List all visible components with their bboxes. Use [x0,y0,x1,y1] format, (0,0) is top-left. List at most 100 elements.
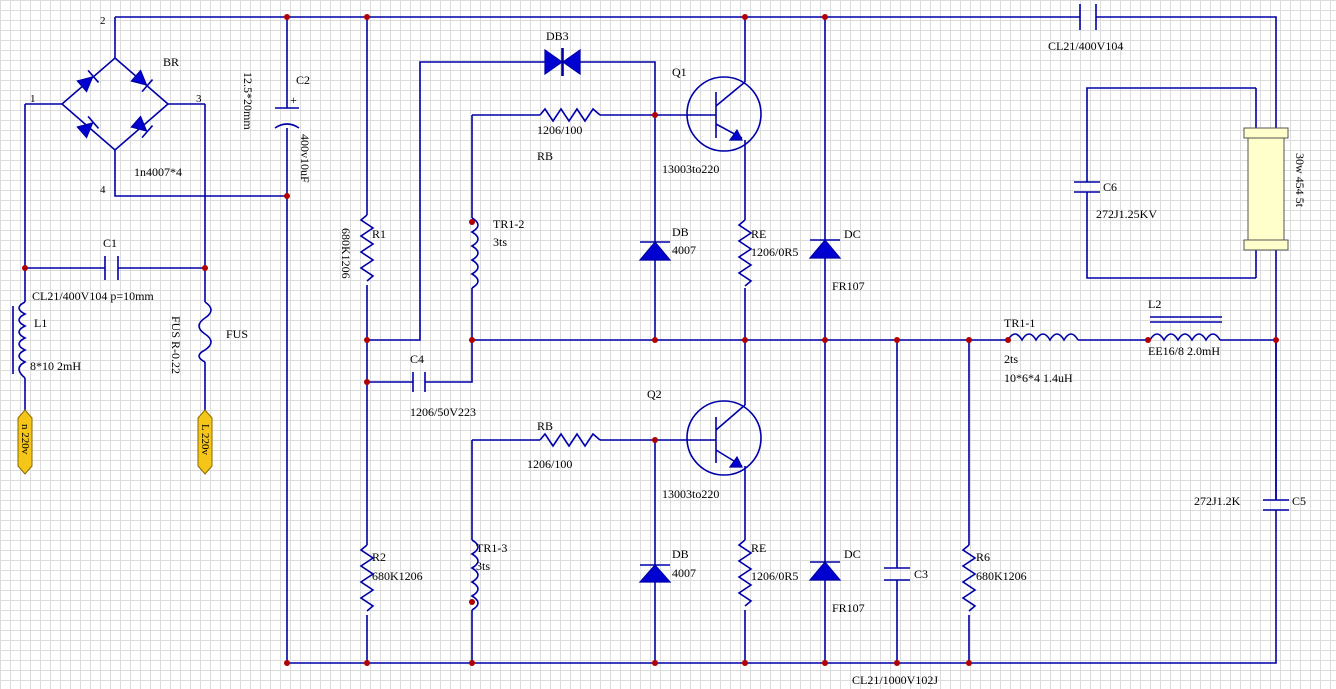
winding-tr1-1 [1007,333,1079,342]
winding-tr1-2 [470,217,479,289]
label-c3: C3 [914,567,928,581]
label-c1: C1 [103,236,117,250]
resistor-r2 [359,544,375,612]
label-c2-value: 400v10uF [298,134,312,183]
label-db3: DB3 [546,29,569,43]
label-tr1-2: TR1-2 [493,217,524,231]
transistor-q2 [686,400,762,476]
label-db-top-value: 4007 [672,243,696,257]
fuse [198,301,212,363]
label-re-top-value: 1206/0R5 [751,245,798,259]
power-pin-n220 [17,409,33,475]
capacitor-c4 [412,372,426,392]
label-r6: R6 [976,550,990,564]
bridge-rectifier [60,56,170,152]
label-c6: C6 [1103,180,1117,194]
label-r6-value: 680K1206 [976,569,1027,583]
capacitor-c3 [884,567,910,581]
diode-dc-top [808,239,842,259]
label-q1: Q1 [672,65,687,79]
label-db-top: DB [672,225,689,239]
inductor-l2 [1149,316,1222,342]
label-c1-value: CL21/400V104 p=10mm [32,289,154,303]
label-l1-value: 8*10 2mH [30,359,81,373]
label-c6-value: 272J1.25KV [1096,207,1157,221]
capacitor-c6 [1074,181,1100,193]
label-node1: 1 [30,93,36,105]
label-c4-value: 1206/50V223 [410,405,476,419]
label-dc-bottom: DC [844,547,861,561]
label-c5-value: 272J1.2K [1194,494,1241,508]
label-tr1-2-value: 3ts [493,235,507,249]
labels: 2 1 3 4 BR 1n4007*4 C2 + 12.5*20mm 400v1… [19,15,1307,687]
label-r2: R2 [372,550,386,564]
label-dc-top-value: FR107 [832,279,865,293]
label-q2: Q2 [647,387,662,401]
diode-dc-bottom [808,561,842,581]
label-rb-bottom-value: 1206/100 [527,457,572,471]
label-re-top: RE [751,227,766,241]
label-q1-part: 13003to220 [662,162,719,176]
label-fus: FUS [226,327,248,341]
resistor-rb-bottom [539,432,601,448]
label-re-bottom-value: 1206/0R5 [751,569,798,583]
capacitor-c2 [274,107,300,129]
capacitor-c1 [104,256,119,280]
diac-db3 [544,48,581,76]
diode-db-top [638,241,672,261]
label-fus-value: FUS R-0.22 [169,316,183,374]
inductor-l1 [12,301,27,379]
label-db-bottom: DB [672,547,689,561]
label-l2: L2 [1148,297,1161,311]
diode-db-bottom [638,564,672,583]
wires [24,16,1277,664]
label-rb-top-value: 1206/100 [537,123,582,137]
label-lamp-value: 30w 454 5t [1293,153,1307,208]
power-pin-l220 [197,409,213,475]
label-node4: 4 [100,184,106,196]
label-c5: C5 [1292,494,1306,508]
label-r2-value: 680K1206 [372,569,423,583]
resistor-r1 [359,214,375,282]
label-node2: 2 [100,15,106,27]
label-tr1-1-value: 10*6*4 1.4uH [1004,371,1073,385]
label-rb-top: RB [537,149,553,163]
label-dc-bottom-value: FR107 [832,601,865,615]
label-br: BR [163,55,179,69]
label-n220: n 220v [19,424,31,455]
lamp [1243,127,1289,251]
label-c3-value: CL21/1000V102J [852,673,938,687]
label-re-bottom: RE [751,541,766,555]
capacitor-c5 [1263,499,1289,511]
label-node3: 3 [196,93,202,105]
label-r1-value: 680K1206 [339,228,353,279]
label-r1: R1 [372,227,386,241]
label-dc-top: DC [844,227,861,241]
resistor-rb-top [539,107,601,123]
label-br-part: 1n4007*4 [134,165,182,179]
junctions [22,14,1279,666]
label-tr1-3-value: 3ts [476,559,490,573]
label-l2-value: EE16/8 2.0mH [1148,344,1220,358]
resistor-r6 [961,544,977,612]
label-tr1-1: TR1-1 [1004,316,1035,330]
transistor-q1 [686,76,762,152]
capacitor-top [1079,4,1097,30]
resistor-re-bottom [737,539,753,607]
label-top-cap-value: CL21/400V104 [1048,39,1123,53]
label-l220: L 220v [199,424,211,456]
label-c2: C2 [296,73,310,87]
label-l1: L1 [34,316,47,330]
resistor-re-top [737,219,753,287]
label-c2-plus: + [290,93,297,107]
label-q2-part: 13003to220 [662,487,719,501]
label-db-bottom-value: 4007 [672,566,696,580]
label-tr1-3: TR1-3 [476,541,507,555]
label-tr1-1-turns: 2ts [1004,352,1018,366]
label-rb-bottom: RB [537,419,553,433]
label-c2-size: 12.5*20mm [241,72,255,130]
winding-tr1-3 [470,539,479,611]
label-c4: C4 [410,352,424,366]
